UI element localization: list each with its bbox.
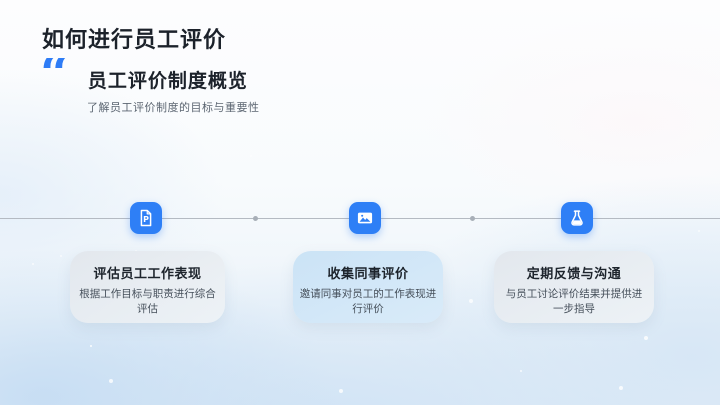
card-title: 评估员工工作表现 <box>93 266 202 281</box>
card-description: 根据工作目标与职责进行综合评估 <box>79 288 216 315</box>
timeline-card-regular-feedback: 定期反馈与沟通 与员工讨论评价结果并提供进一步指导 <box>494 251 654 323</box>
section-subtitle: 了解员工评价制度的目标与重要性 <box>87 102 260 114</box>
quote-left-icon: “ <box>40 58 66 88</box>
card-description: 邀请同事对员工的工作表现进行评价 <box>299 288 437 315</box>
timeline-midpoint-dot <box>470 216 475 221</box>
document-p-glyph: P <box>140 209 152 227</box>
background-texture <box>90 345 92 347</box>
flask-icon <box>561 202 593 234</box>
timeline-card-evaluate-performance: 评估员工工作表现 根据工作目标与职责进行综合评估 <box>70 251 225 323</box>
image-icon <box>349 202 381 234</box>
image-glyph <box>357 212 373 224</box>
card-description: 与员工讨论评价结果并提供进一步指导 <box>505 288 643 315</box>
timeline-card-collect-peer-feedback: 收集同事评价 邀请同事对员工的工作表现进行评价 <box>293 251 443 323</box>
document-p-icon: P <box>130 202 162 234</box>
svg-text:P: P <box>143 215 149 224</box>
quote-section: “ 员工评价制度概览 <box>40 58 248 93</box>
page-title: 如何进行员工评价 <box>42 27 227 52</box>
card-title: 定期反馈与沟通 <box>526 266 622 281</box>
timeline-midpoint-dot <box>253 216 258 221</box>
section-heading: 员工评价制度概览 <box>87 71 248 92</box>
flask-glyph <box>571 210 583 226</box>
card-title: 收集同事评价 <box>327 266 409 281</box>
